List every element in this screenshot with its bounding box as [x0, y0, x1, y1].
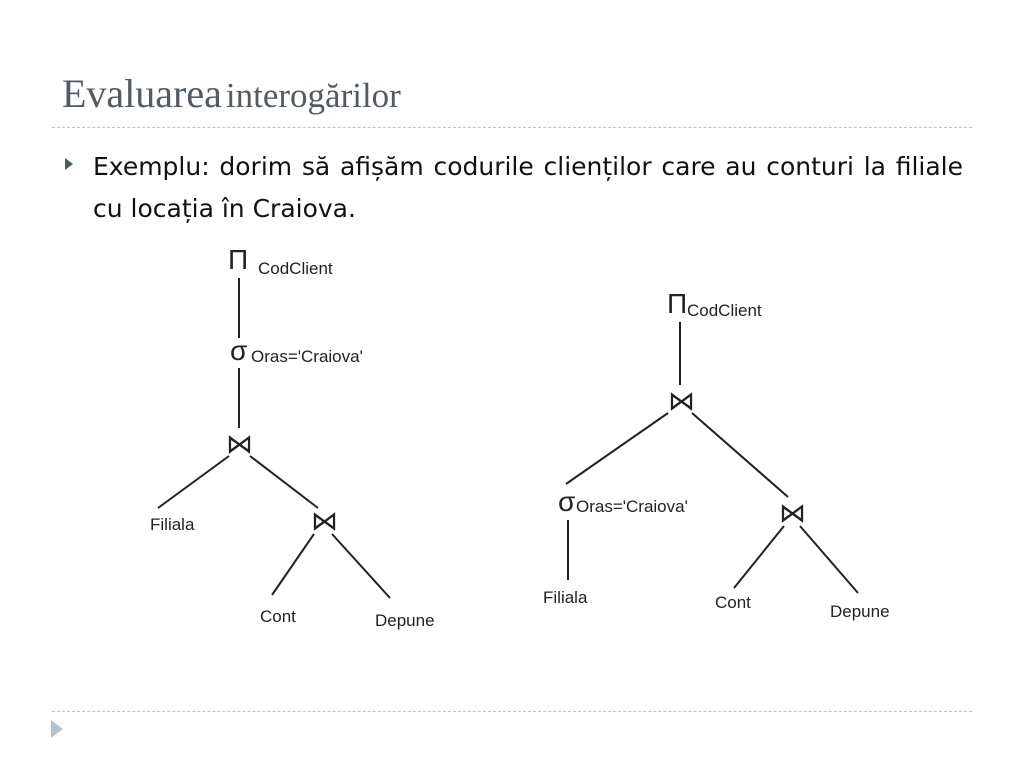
right-edge-join-join2	[691, 412, 789, 498]
right-join2-symbol: ⋈	[779, 498, 806, 528]
right-join-symbol: ⋈	[668, 386, 695, 416]
right-leaf-filiala: Filiala	[543, 588, 588, 607]
right-tree-labels: Π CodClient ⋈ σ Oras='Craiova' Filiala ⋈…	[543, 288, 890, 621]
left-selection-symbol: σ	[230, 335, 247, 366]
right-leaf-depune: Depune	[830, 602, 890, 621]
bullet-text: Exemplu: dorim să afișăm codurile clienț…	[93, 152, 963, 223]
left-join-symbol: ⋈	[226, 429, 253, 459]
right-projection-symbol: Π	[667, 288, 687, 319]
left-projection-attr: CodClient	[258, 259, 333, 278]
left-edge-join2-depune	[331, 533, 391, 599]
left-edge-join2-cont	[271, 533, 315, 596]
title-word-1: Evaluarea	[62, 71, 222, 116]
left-projection-symbol: Π	[228, 244, 248, 275]
left-leaf-cont: Cont	[260, 607, 296, 626]
right-selection-symbol: σ	[558, 486, 575, 517]
left-tree-labels: Π CodClient σ Oras='Craiova' ⋈ Filiala ⋈…	[150, 244, 435, 630]
bullet-arrow-icon	[65, 158, 73, 170]
title-divider	[52, 127, 972, 128]
right-projection-attr: CodClient	[687, 301, 762, 320]
left-join2-symbol: ⋈	[311, 506, 338, 536]
left-query-tree	[157, 278, 391, 599]
title-word-2: interogărilor	[225, 76, 401, 115]
right-edge-join-selection	[565, 412, 669, 485]
right-leaf-cont: Cont	[715, 593, 751, 612]
right-selection-cond: Oras='Craiova'	[576, 497, 688, 516]
right-query-tree	[565, 322, 859, 594]
left-edge-join-join2	[249, 455, 319, 509]
left-selection-cond: Oras='Craiova'	[251, 347, 363, 366]
right-edge-join2-depune	[799, 525, 859, 594]
slide-title: Evaluarea interogărilor	[62, 70, 401, 117]
left-leaf-filiala: Filiala	[150, 515, 195, 534]
right-edge-join2-cont	[733, 525, 785, 589]
footer-divider	[52, 711, 972, 712]
left-edge-join-filiala	[157, 455, 230, 509]
left-leaf-depune: Depune	[375, 611, 435, 630]
footer-arrow-icon	[51, 720, 63, 738]
